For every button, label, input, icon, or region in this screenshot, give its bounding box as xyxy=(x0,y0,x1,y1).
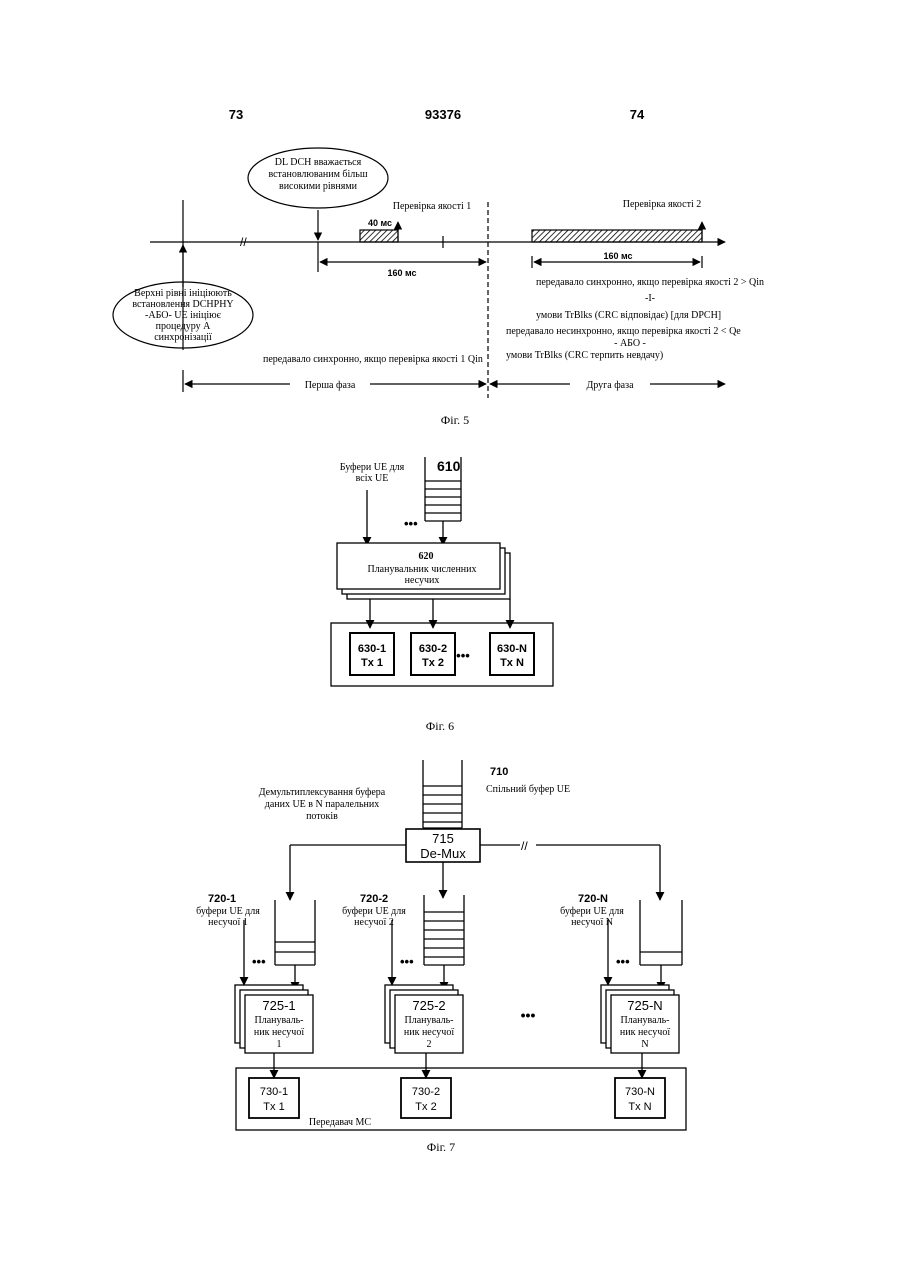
scheduler-725-2-number: 725-2 xyxy=(412,998,445,1013)
col2-dots: ••• xyxy=(400,954,414,969)
figure-5-labels: DL DCH вважається встановлюваним більш в… xyxy=(132,157,764,427)
tx-630-1-label: Tx 1 xyxy=(361,657,383,669)
phase-2-label: Друга фаза xyxy=(586,380,634,391)
patent-number: 93376 xyxy=(425,107,461,122)
buffer-720-2-label-1: буфери UE для xyxy=(342,906,406,917)
scheduler-725-2-label-2: ник несучої xyxy=(404,1027,454,1038)
scheduler-620-number: 620 xyxy=(419,551,434,562)
right-line-3: умови TrBlks (CRC відповідає) [для DPCH] xyxy=(536,310,721,321)
tx-730-n-label: Tx N xyxy=(628,1101,651,1113)
right-line-2: -І- xyxy=(645,293,655,304)
bubble-left-line-4: процедуру А xyxy=(156,321,211,332)
figure-7 xyxy=(235,760,686,1130)
scheduler-725-1-label-2: ник несучої xyxy=(254,1027,304,1038)
buffer-720-2-label-2: несучої 2 xyxy=(354,917,394,928)
right-line-5: - АБО - xyxy=(614,338,646,349)
right-line-1: передавало синхронно, якщо перевірка яко… xyxy=(536,277,764,288)
scheduler-label-line-2: несучих xyxy=(405,575,440,586)
figure-7-labels: Демультиплексування буфера даних UE в N … xyxy=(196,766,670,1154)
bubble-left-line-1: Верхні рівні ініціюють xyxy=(134,288,232,299)
tx-730-2-number: 730-2 xyxy=(412,1086,440,1098)
quality-check-2-label: Перевірка якості 2 xyxy=(623,199,702,210)
scheduler-725-2-label-3: 2 xyxy=(427,1039,432,1050)
common-buffer-label: Спільний буфер UE xyxy=(486,784,570,795)
page-number-right: 74 xyxy=(630,107,645,122)
tx-730-2-label: Tx 2 xyxy=(415,1101,436,1113)
buffer-720-n-label-1: буфери UE для xyxy=(560,906,624,917)
right-line-4: передавало несинхронно, якщо перевірка я… xyxy=(506,326,741,337)
buffer-720-n-number: 720-N xyxy=(578,893,608,905)
fig6-caption: Фіг. 6 xyxy=(426,719,454,733)
fig6-dots-top: ••• xyxy=(404,516,418,531)
scheduler-725-n-label-2: ник несучої xyxy=(620,1027,670,1038)
buffer-720-2-number: 720-2 xyxy=(360,893,388,905)
buffers-label-line-2: всіх UE xyxy=(356,473,389,484)
right-line-6: умови TrBlks (CRC терпить невдачу) xyxy=(506,350,663,361)
buffer-720-1-number: 720-1 xyxy=(208,893,236,905)
fig5-caption: Фіг. 5 xyxy=(441,413,469,427)
bubble-left-line-3: -АБО- UE ініціює xyxy=(145,310,222,321)
transmitter-label: Передавач МС xyxy=(309,1117,372,1128)
demux-label: De-Mux xyxy=(420,846,466,861)
tx-630-2-label: Tx 2 xyxy=(422,657,444,669)
scheduler-725-2-label-1: Плануваль- xyxy=(405,1015,454,1026)
buffer-720-n-label-2: несучої N xyxy=(571,917,613,928)
demux-desc-line-3: потоків xyxy=(306,811,338,822)
page-number-left: 73 xyxy=(229,107,243,122)
demux-desc-line-2: даних UE в N паралельних xyxy=(265,799,380,810)
demux-715-number: 715 xyxy=(432,831,454,846)
tx-630-n-number: 630-N xyxy=(497,643,527,655)
demux-break-mark: // xyxy=(521,839,528,853)
scheduler-725-n-label-3: N xyxy=(641,1039,648,1050)
bubble-top-line-1: DL DCH вважається xyxy=(275,157,362,168)
bubble-left-line-2: встановлення DCHPHY xyxy=(132,299,233,310)
scheduler-725-n-label-1: Плануваль- xyxy=(621,1015,670,1026)
scheduler-label-line-1: Планувальник численних xyxy=(367,564,476,575)
buffer-610-number: 610 xyxy=(437,458,461,474)
scheduler-725-1-number: 725-1 xyxy=(262,998,295,1013)
label-160ms-left: 160 мс xyxy=(387,268,416,278)
timeline-break-mark: // xyxy=(240,235,247,249)
between-columns-dots: ••• xyxy=(521,1007,536,1023)
tx-730-1-label: Tx 1 xyxy=(263,1101,284,1113)
buffer-710-number: 710 xyxy=(490,766,508,778)
figure-6-labels: Буфери UE для всіх UE 610 ••• 620 Планув… xyxy=(340,458,527,733)
buffer-720-1-label-2: несучої 1 xyxy=(208,917,248,928)
buffers-label-line-1: Буфери UE для xyxy=(340,462,405,473)
scheduler-725-1-label-3: 1 xyxy=(277,1039,282,1050)
buffer-720-1-label-1: буфери UE для xyxy=(196,906,260,917)
tx-630-1-number: 630-1 xyxy=(358,643,386,655)
label-160ms-right: 160 мс xyxy=(603,251,632,261)
quality-check-1-label: Перевірка якості 1 xyxy=(393,201,472,212)
fig7-caption: Фіг. 7 xyxy=(427,1140,455,1154)
bubble-top-line-2: встановлюваним більш xyxy=(268,169,367,180)
tx-630-n-label: Tx N xyxy=(500,657,524,669)
demux-desc-line-1: Демультиплексування буфера xyxy=(259,787,386,798)
bubble-top-line-3: високими рівнями xyxy=(279,181,358,192)
col3-dots: ••• xyxy=(616,954,630,969)
fig6-dots-tx: ••• xyxy=(456,648,470,663)
tx-730-1-number: 730-1 xyxy=(260,1086,288,1098)
phase-1-label: Перша фаза xyxy=(305,380,356,391)
sync-check-1-text: передавало синхронно, якщо перевірка яко… xyxy=(263,354,483,365)
label-40ms: 40 мс xyxy=(368,218,392,228)
tx-630-2-number: 630-2 xyxy=(419,643,447,655)
bubble-left-line-5: синхронізації xyxy=(154,332,212,343)
hatched-40ms-block xyxy=(360,230,398,242)
tx-730-n-number: 730-N xyxy=(625,1086,655,1098)
hatched-160ms-block xyxy=(532,230,702,242)
scheduler-725-1-label-1: Плануваль- xyxy=(255,1015,304,1026)
col1-dots: ••• xyxy=(252,954,266,969)
scheduler-725-n-number: 725-N xyxy=(627,998,662,1013)
